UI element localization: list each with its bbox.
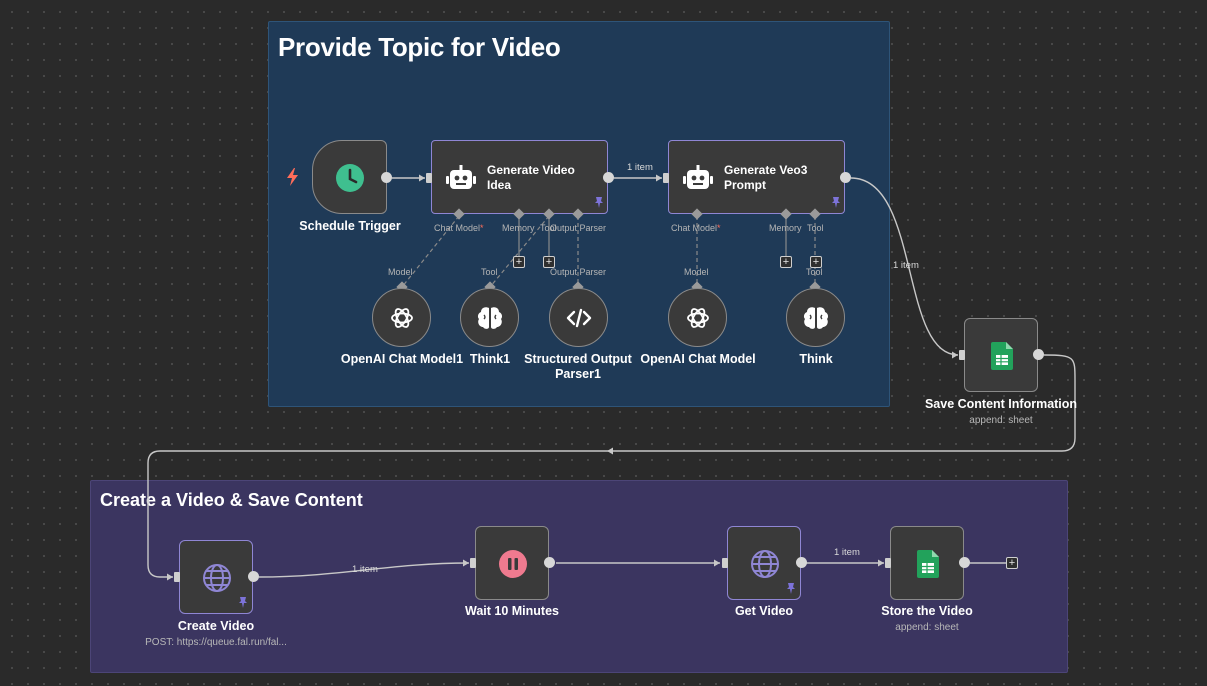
google-sheets-icon	[991, 342, 1013, 370]
node-title: Think	[799, 352, 833, 366]
output-port[interactable]	[248, 571, 259, 582]
get-video-node[interactable]	[727, 526, 801, 600]
wait-10-minutes-node[interactable]	[475, 526, 549, 600]
openai-icon	[391, 308, 413, 328]
node-subtitle: append: sheet	[895, 622, 959, 633]
output-port[interactable]	[796, 557, 807, 568]
slot-label-output-parser: Output Parser	[550, 223, 607, 233]
brain-icon	[803, 307, 829, 329]
input-port[interactable]	[470, 558, 476, 568]
sub-node-tag: Tool	[806, 267, 823, 277]
output-port[interactable]	[381, 172, 392, 183]
node-title: Create Video	[177, 619, 255, 633]
generate-video-idea-node[interactable]: Generate Video Idea	[431, 140, 608, 214]
sub-node-tag: Output Parser	[550, 267, 607, 277]
output-port[interactable]	[959, 557, 970, 568]
add-memory-button[interactable]: +	[780, 256, 792, 268]
trigger-bolt-icon	[287, 168, 298, 186]
node-title: Generate Video Idea	[487, 163, 575, 192]
sub-node-tag: Model	[388, 267, 413, 277]
globe-icon	[203, 564, 231, 592]
input-port[interactable]	[663, 173, 669, 183]
slot-label-chat-model: Chat Model*	[671, 223, 721, 233]
slot-label-chat-model: Chat Model*	[434, 223, 484, 233]
add-next-node-button[interactable]: +	[1006, 557, 1018, 569]
think-node[interactable]	[786, 288, 845, 347]
node-title: Get Video	[734, 604, 794, 618]
output-port[interactable]	[544, 557, 555, 568]
sub-node-tag: Tool	[481, 267, 498, 277]
pause-icon	[499, 550, 527, 578]
slot-label-tool: Tool	[540, 223, 557, 233]
node-subtitle: POST: https://queue.fal.run/fal...	[145, 637, 287, 648]
node-subtitle: append: sheet	[969, 415, 1033, 426]
globe-icon	[751, 550, 779, 578]
slot-label-memory: Memory	[502, 223, 535, 233]
edge-save-to-create[interactable]	[147, 354, 1076, 578]
node-title: Store the Video	[881, 604, 973, 618]
edge-label: 1 item	[627, 162, 653, 173]
node-title: Structured Output Parser1	[524, 352, 632, 381]
output-port[interactable]	[603, 172, 614, 183]
edge-label: 1 item	[834, 547, 860, 558]
brain-icon	[477, 307, 503, 329]
edge-prompt-to-save[interactable]	[850, 177, 959, 356]
openai-icon	[687, 308, 709, 328]
slot-label-memory: Memory	[769, 223, 802, 233]
add-tool-button[interactable]: +	[543, 256, 555, 268]
input-port[interactable]	[174, 572, 180, 582]
node-title: OpenAI Chat Model	[640, 352, 756, 366]
schedule-trigger-node[interactable]	[312, 140, 387, 214]
add-memory-button[interactable]: +	[513, 256, 525, 268]
openai-chat-model1-node[interactable]	[372, 288, 431, 347]
edge-label: 1 item	[893, 260, 919, 271]
output-port[interactable]	[1033, 349, 1044, 360]
create-video-node[interactable]	[179, 540, 253, 614]
sticky-title: Create a Video & Save Content	[100, 490, 363, 510]
edge-create-to-wait[interactable]	[258, 562, 470, 578]
pin-icon[interactable]	[831, 197, 841, 208]
node-title: Schedule Trigger	[299, 219, 401, 233]
robot-icon	[683, 165, 713, 189]
input-port[interactable]	[885, 558, 891, 568]
pin-icon[interactable]	[786, 583, 796, 594]
output-port[interactable]	[840, 172, 851, 183]
edge-think1-to-idea[interactable]	[489, 215, 550, 288]
sticky-title: Provide Topic for Video	[278, 32, 561, 62]
generate-veo3-prompt-node[interactable]: Generate Veo3 Prompt	[668, 140, 845, 214]
structured-output-parser1-node[interactable]	[549, 288, 608, 347]
edge-label: 1 item	[352, 564, 378, 575]
slot-label-tool: Tool	[807, 223, 824, 233]
add-tool-button[interactable]: +	[810, 256, 822, 268]
node-title: Generate Veo3 Prompt	[724, 163, 808, 192]
input-port[interactable]	[426, 173, 432, 183]
code-icon	[566, 308, 592, 328]
pin-icon[interactable]	[594, 197, 604, 208]
sub-node-tag: Model	[684, 267, 709, 277]
node-title: Think1	[469, 352, 511, 366]
node-title: OpenAI Chat Model1	[340, 352, 464, 366]
input-port[interactable]	[722, 558, 728, 568]
pin-icon[interactable]	[238, 597, 248, 608]
google-sheets-icon	[917, 550, 939, 578]
save-content-information-node[interactable]	[964, 318, 1038, 392]
think1-node[interactable]	[460, 288, 519, 347]
edge-model1-to-idea[interactable]	[401, 215, 460, 288]
robot-icon	[446, 165, 476, 189]
openai-chat-model-node[interactable]	[668, 288, 727, 347]
input-port[interactable]	[959, 350, 965, 360]
clock-icon	[336, 164, 364, 192]
node-title: Save Content Information	[924, 397, 1078, 411]
node-title: Wait 10 Minutes	[465, 604, 559, 618]
store-the-video-node[interactable]	[890, 526, 964, 600]
